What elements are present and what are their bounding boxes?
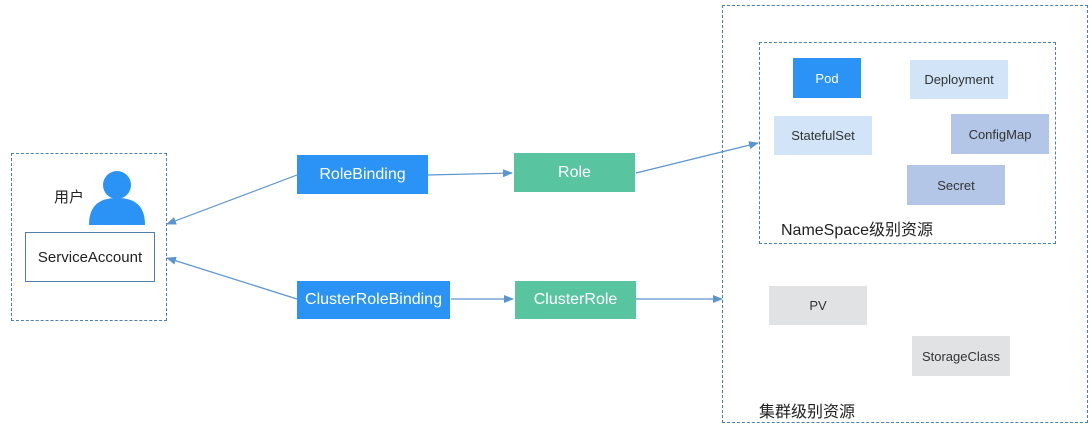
resource-pod: Pod — [793, 58, 861, 98]
user-label: 用户 — [54, 189, 85, 206]
resource-secret: Secret — [907, 165, 1005, 205]
role-box: Role — [514, 153, 635, 192]
arrow-role-to-namespace — [635, 141, 759, 174]
arrow-clusterrolebinding-to-serviceaccount — [166, 256, 298, 300]
rolebinding-box: RoleBinding — [297, 155, 428, 194]
resource-pv: PV — [769, 286, 867, 325]
cluster-resources-container — [722, 5, 1088, 423]
arrow-rolebinding-to-role — [427, 169, 513, 178]
namespace-resources-container — [759, 42, 1056, 244]
user-container — [11, 153, 167, 321]
arrow-rolebinding-to-serviceaccount — [166, 174, 298, 225]
resource-configmap: ConfigMap — [951, 114, 1049, 154]
user-icon — [89, 171, 145, 225]
clusterrolebinding-box: ClusterRoleBinding — [297, 281, 450, 319]
clusterrole-box: ClusterRole — [515, 281, 636, 319]
namespace-label: NameSpace级别资源 — [781, 222, 934, 239]
resource-storageclass: StorageClass — [912, 336, 1010, 376]
resource-deployment: Deployment — [910, 60, 1008, 99]
cluster-label: 集群级别资源 — [759, 404, 856, 421]
service-account-box: ServiceAccount — [25, 232, 155, 282]
resource-statefulset: StatefulSet — [774, 116, 872, 155]
